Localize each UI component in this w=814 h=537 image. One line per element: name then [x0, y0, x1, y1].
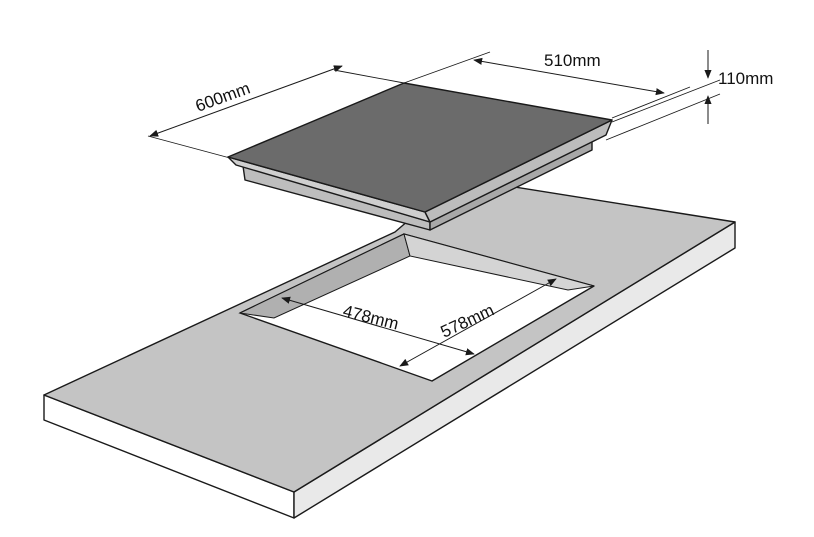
hob: [227, 82, 613, 231]
dim-hob-depth: 510mm: [403, 51, 691, 119]
label-hob-height: 110mm: [718, 69, 773, 88]
label-hob-width: 600mm: [193, 79, 253, 116]
dim-hob-height: 110mm: [605, 50, 773, 141]
label-hob-depth: 510mm: [544, 51, 601, 70]
cutout-left-wall: [403, 233, 595, 291]
hob-glass-top: [227, 82, 613, 213]
